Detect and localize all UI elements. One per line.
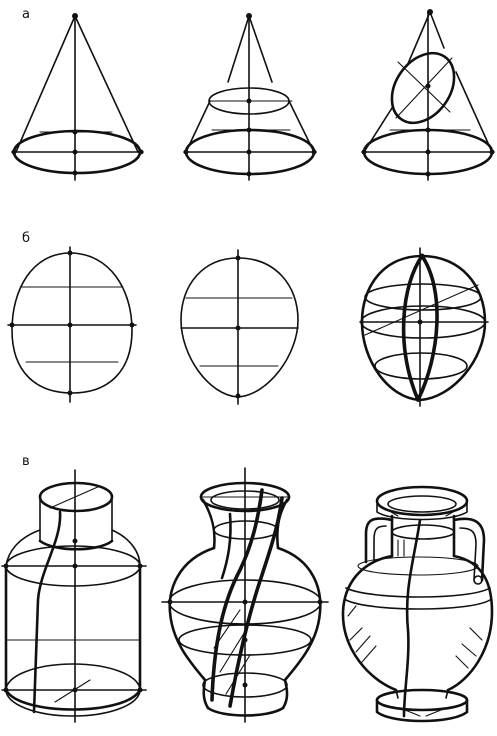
cone-slanted-cut	[362, 9, 495, 180]
vessel-vase-construction	[162, 468, 328, 722]
ovoid-egg	[181, 250, 298, 404]
ovoid-egg-sectioned	[360, 248, 488, 406]
cone-truncated	[184, 13, 317, 180]
ovoid-round	[8, 247, 136, 402]
cone-full	[12, 13, 144, 180]
vessel-amphora-finished	[343, 487, 492, 721]
vessel-bottle-construction	[2, 470, 146, 722]
